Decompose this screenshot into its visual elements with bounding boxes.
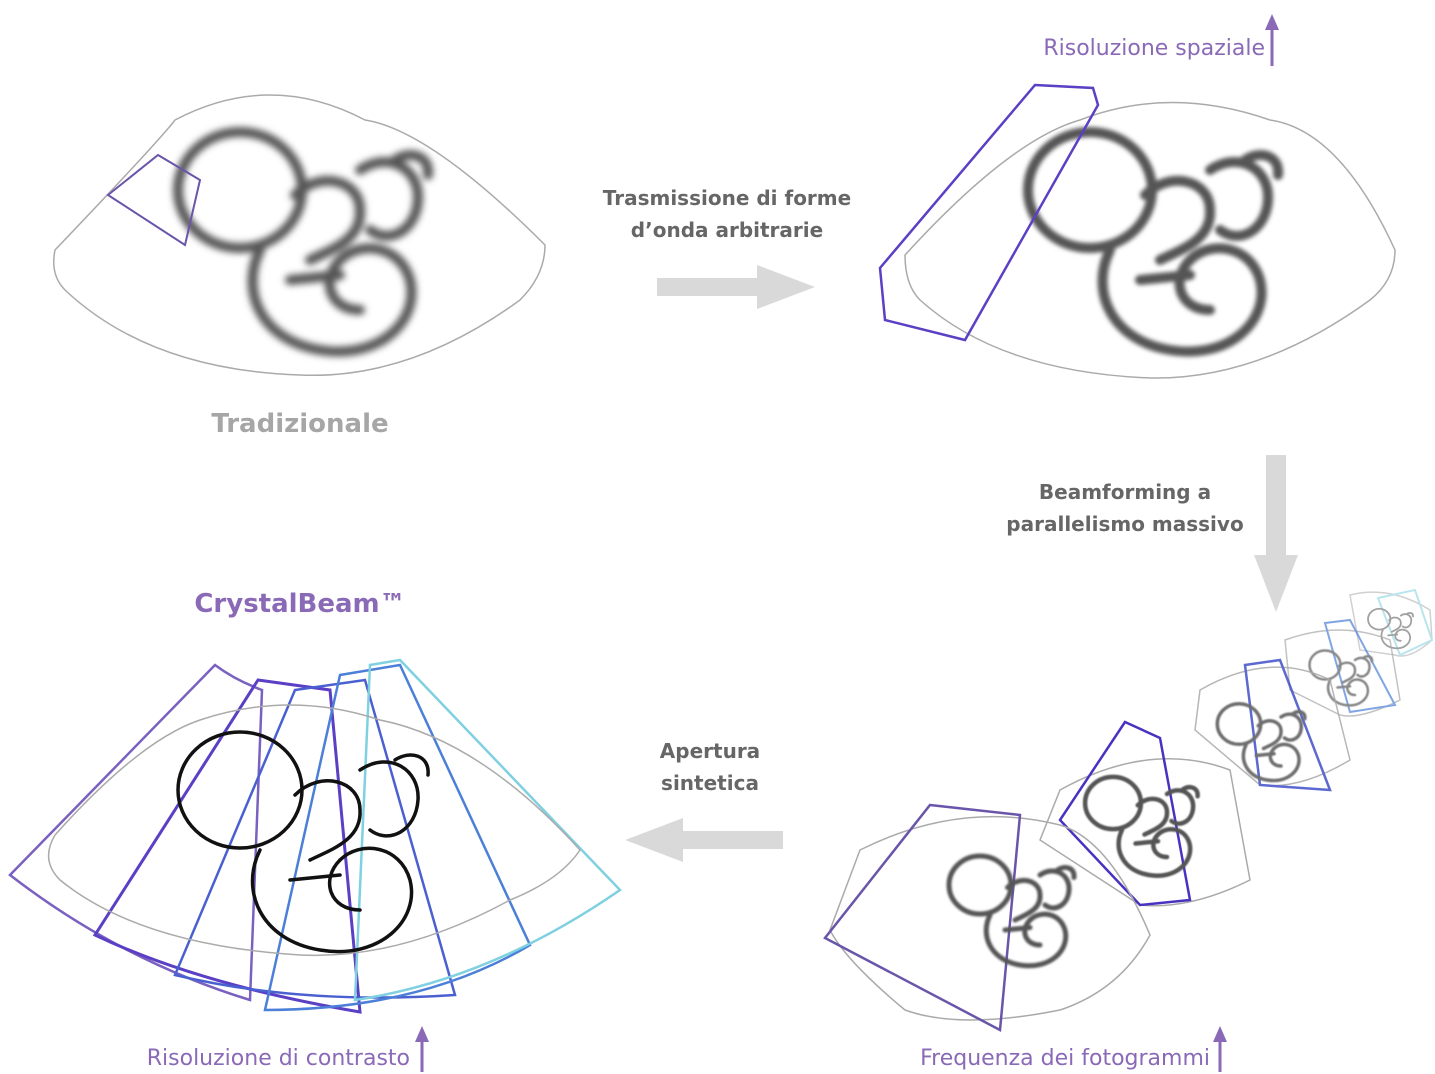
wide-beam-outline [880,85,1098,340]
arrow-right [657,265,815,309]
traditional-label: Tradizionale [140,408,460,440]
frame-stack [825,590,1432,1030]
spatial-resolution-label: Risoluzione spaziale [1043,36,1265,61]
beam-5 [355,660,620,1000]
frame-rate-label: Frequenza dei fotogrammi [840,1046,1210,1071]
step-line-1: Trasmissione di forme [587,182,867,214]
fetus-partial-sharp [1028,132,1278,352]
fetus-blurred [178,132,428,352]
step-beamforming: Beamforming a parallelismo massivo [985,476,1265,540]
waveform-scan [880,85,1395,378]
scan-sector-outline [905,103,1395,379]
step-line-1: Apertura [620,735,800,767]
step-synthetic-aperture: Apertura sintetica [620,735,800,799]
beam-4 [265,665,530,1010]
beam-1 [10,665,262,1000]
crystalbeam-label: CrystalBeam™ [140,588,460,620]
contrast-resolution-label: Risoluzione di contrasto [110,1046,410,1071]
step-line-2: d’onda arbitrarie [587,214,867,246]
arrow-left [625,818,783,862]
step-line-1: Beamforming a [985,476,1265,508]
traditional-scan [54,95,545,375]
crystalbeam-scan [10,660,620,1012]
step-arbitrary-waveform: Trasmissione di forme d’onda arbitrarie [587,182,867,246]
step-line-2: sintetica [620,767,800,799]
scan-sector-outline [54,95,545,375]
step-line-2: parallelismo massivo [985,508,1265,540]
scan-sector-outline [49,705,580,955]
